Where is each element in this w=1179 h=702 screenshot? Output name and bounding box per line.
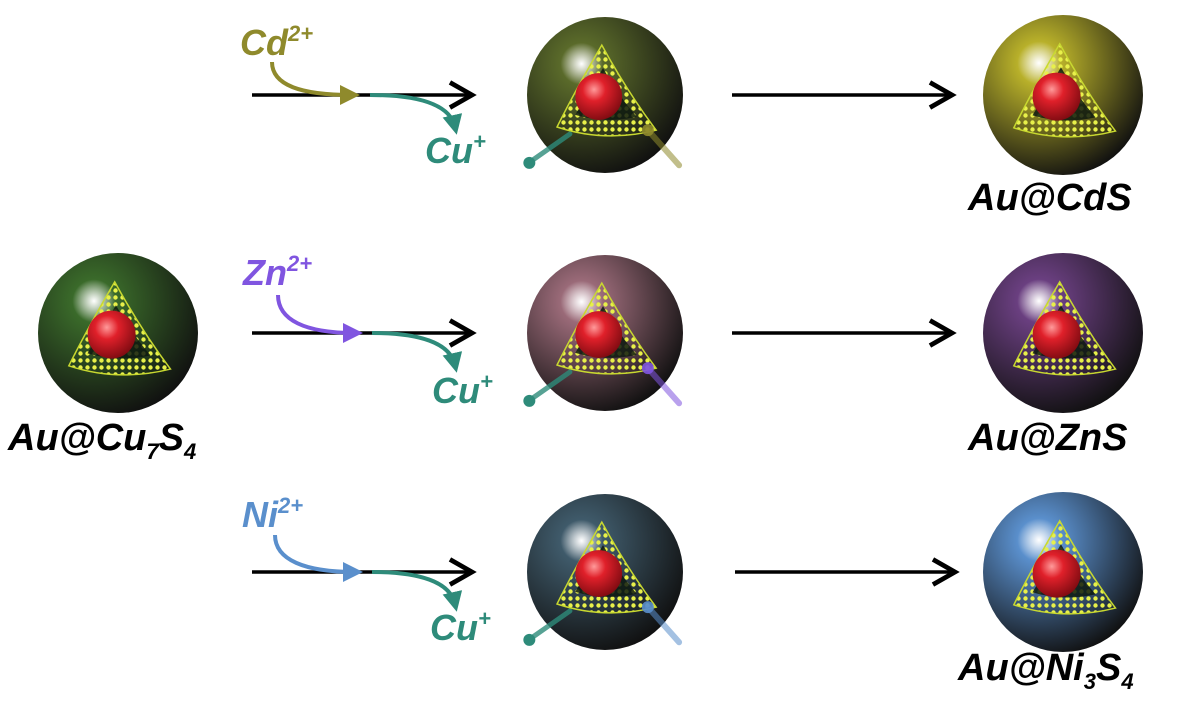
incoming-ion-trail <box>644 127 683 169</box>
product-label: Au@Ni3S4 <box>957 647 1134 694</box>
cu-out-arrow <box>369 93 463 135</box>
incoming-ion-dot <box>641 362 654 375</box>
gold-core <box>1032 310 1081 359</box>
intermediate-particle <box>523 494 683 650</box>
gold-core <box>575 550 623 597</box>
cu-ion-dot <box>523 394 536 407</box>
ion-in-arrow <box>273 534 363 582</box>
ion-label: Zn2+ <box>242 251 312 293</box>
incoming-ion-trail <box>644 604 683 646</box>
gold-core <box>1032 72 1081 121</box>
product-particle <box>983 253 1143 413</box>
cu-out-arrow <box>371 331 463 373</box>
gold-core <box>575 73 623 120</box>
row-zn: Zn2+ Cu+ Au@ZnS <box>242 251 1143 459</box>
gold-core <box>575 311 623 358</box>
cu-label: Cu+ <box>432 369 493 411</box>
product-label: Au@CdS <box>967 177 1132 219</box>
product-particle <box>983 492 1143 652</box>
cu-ion-trail <box>528 369 573 402</box>
row-cd: Cd2+ Cu+ Au@CdS <box>240 15 1143 219</box>
incoming-ion-dot <box>641 124 654 137</box>
gold-core <box>87 310 136 359</box>
incoming-ion-dot <box>641 601 654 614</box>
cu-ion-trail <box>528 608 573 641</box>
cu-label: Cu+ <box>425 129 486 171</box>
product-particle <box>983 15 1143 175</box>
intermediate-particle <box>523 17 683 173</box>
ion-in-arrow <box>276 294 363 343</box>
cu-ion-trail <box>528 131 573 164</box>
cu-out-arrow <box>371 570 463 612</box>
gold-core <box>1032 549 1081 598</box>
cu-label: Cu+ <box>430 606 491 648</box>
intermediate-particle <box>523 255 683 411</box>
cu-ion-dot <box>523 156 536 169</box>
incoming-ion-trail <box>644 365 683 407</box>
cu-ion-dot <box>523 633 536 646</box>
start-label: Au@Cu7S4 <box>7 417 196 464</box>
row-ni: Ni2+ Cu+ Au@Ni3S4 <box>242 492 1143 694</box>
ion-in-arrow <box>270 61 360 105</box>
product-label: Au@ZnS <box>967 417 1127 459</box>
ion-label: Ni2+ <box>242 493 303 535</box>
ion-label: Cd2+ <box>240 21 313 63</box>
start-particle <box>38 253 198 413</box>
